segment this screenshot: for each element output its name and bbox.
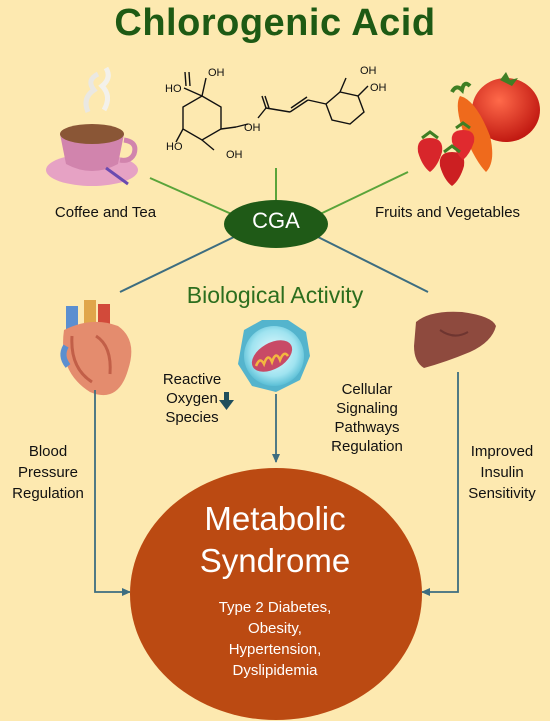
condition-item: Hypertension, <box>228 641 322 658</box>
cellular-signaling-label: Cellular Signaling Pathways Regulation <box>312 380 422 456</box>
activity-connectors <box>119 235 429 293</box>
ros-line-1: Reactive <box>162 371 222 388</box>
condition-item: Dyslipidemia <box>232 662 318 679</box>
metabolic-conditions-list: Type 2 Diabetes, Obesity, Hypertension, … <box>170 597 380 681</box>
ros-line-2: Oxygen <box>166 390 218 407</box>
page-title: Chlorogenic Acid <box>114 2 436 44</box>
source-connectors <box>149 168 409 217</box>
left-flow-arrow <box>94 390 131 596</box>
structure-ho-1: HO <box>165 83 182 95</box>
csp-line-2: Signaling <box>336 400 398 417</box>
fruits-vegetables-icon <box>417 72 540 186</box>
csp-line-4: Regulation <box>331 438 403 455</box>
structure-oh-1: OH <box>208 67 225 79</box>
condition-item: Obesity, <box>248 620 302 637</box>
cga-label: CGA <box>252 208 300 233</box>
structure-ho-2: HO <box>166 141 183 153</box>
chlorogenic-acid-structure <box>175 71 369 151</box>
fruits-vegetables-label: Fruits and Vegetables <box>374 204 521 221</box>
liver-icon <box>414 311 496 368</box>
bp-line-3: Regulation <box>12 485 84 502</box>
metabolic-syndrome-title: Metabolic Syndrome <box>148 498 402 582</box>
metabolic-syndrome-circle <box>130 468 422 720</box>
down-arrow-icon <box>219 392 234 410</box>
bp-line-1: Blood <box>28 443 68 460</box>
coffee-cup-icon <box>46 66 138 186</box>
bp-line-2: Pressure <box>17 464 79 481</box>
flow-arrows <box>94 372 459 596</box>
reactive-oxygen-species-label: Reactive Oxygen Species <box>142 370 242 427</box>
mitochondria-cell-icon <box>238 320 310 392</box>
ins-line-3: Sensitivity <box>468 485 536 502</box>
structure-oh-2: OH <box>244 122 261 134</box>
insulin-sensitivity-label: Improved Insulin Sensitivity <box>452 441 550 504</box>
ins-line-2: Insulin <box>480 464 524 481</box>
right-flow-arrow <box>421 372 459 596</box>
condition-item: Type 2 Diabetes, <box>218 599 332 616</box>
coffee-tea-label: Coffee and Tea <box>54 204 157 221</box>
blood-pressure-label: Blood Pressure Regulation <box>0 441 96 504</box>
biological-activity-label: Biological Activity <box>186 282 364 308</box>
csp-line-1: Cellular <box>341 381 393 398</box>
structure-labels: OH OH OH OH OH HO HO <box>165 65 387 161</box>
ms-title-line-2: Syndrome <box>199 542 351 579</box>
ins-line-1: Improved <box>470 443 534 460</box>
structure-oh-5: OH <box>226 149 243 161</box>
ms-title-line-1: Metabolic <box>204 500 346 537</box>
cga-ellipse <box>224 200 328 248</box>
structure-oh-4: OH <box>370 82 387 94</box>
ros-line-3: Species <box>165 409 219 426</box>
csp-line-3: Pathways <box>334 419 400 436</box>
structure-oh-3: OH <box>360 65 377 77</box>
heart-icon <box>60 300 132 396</box>
